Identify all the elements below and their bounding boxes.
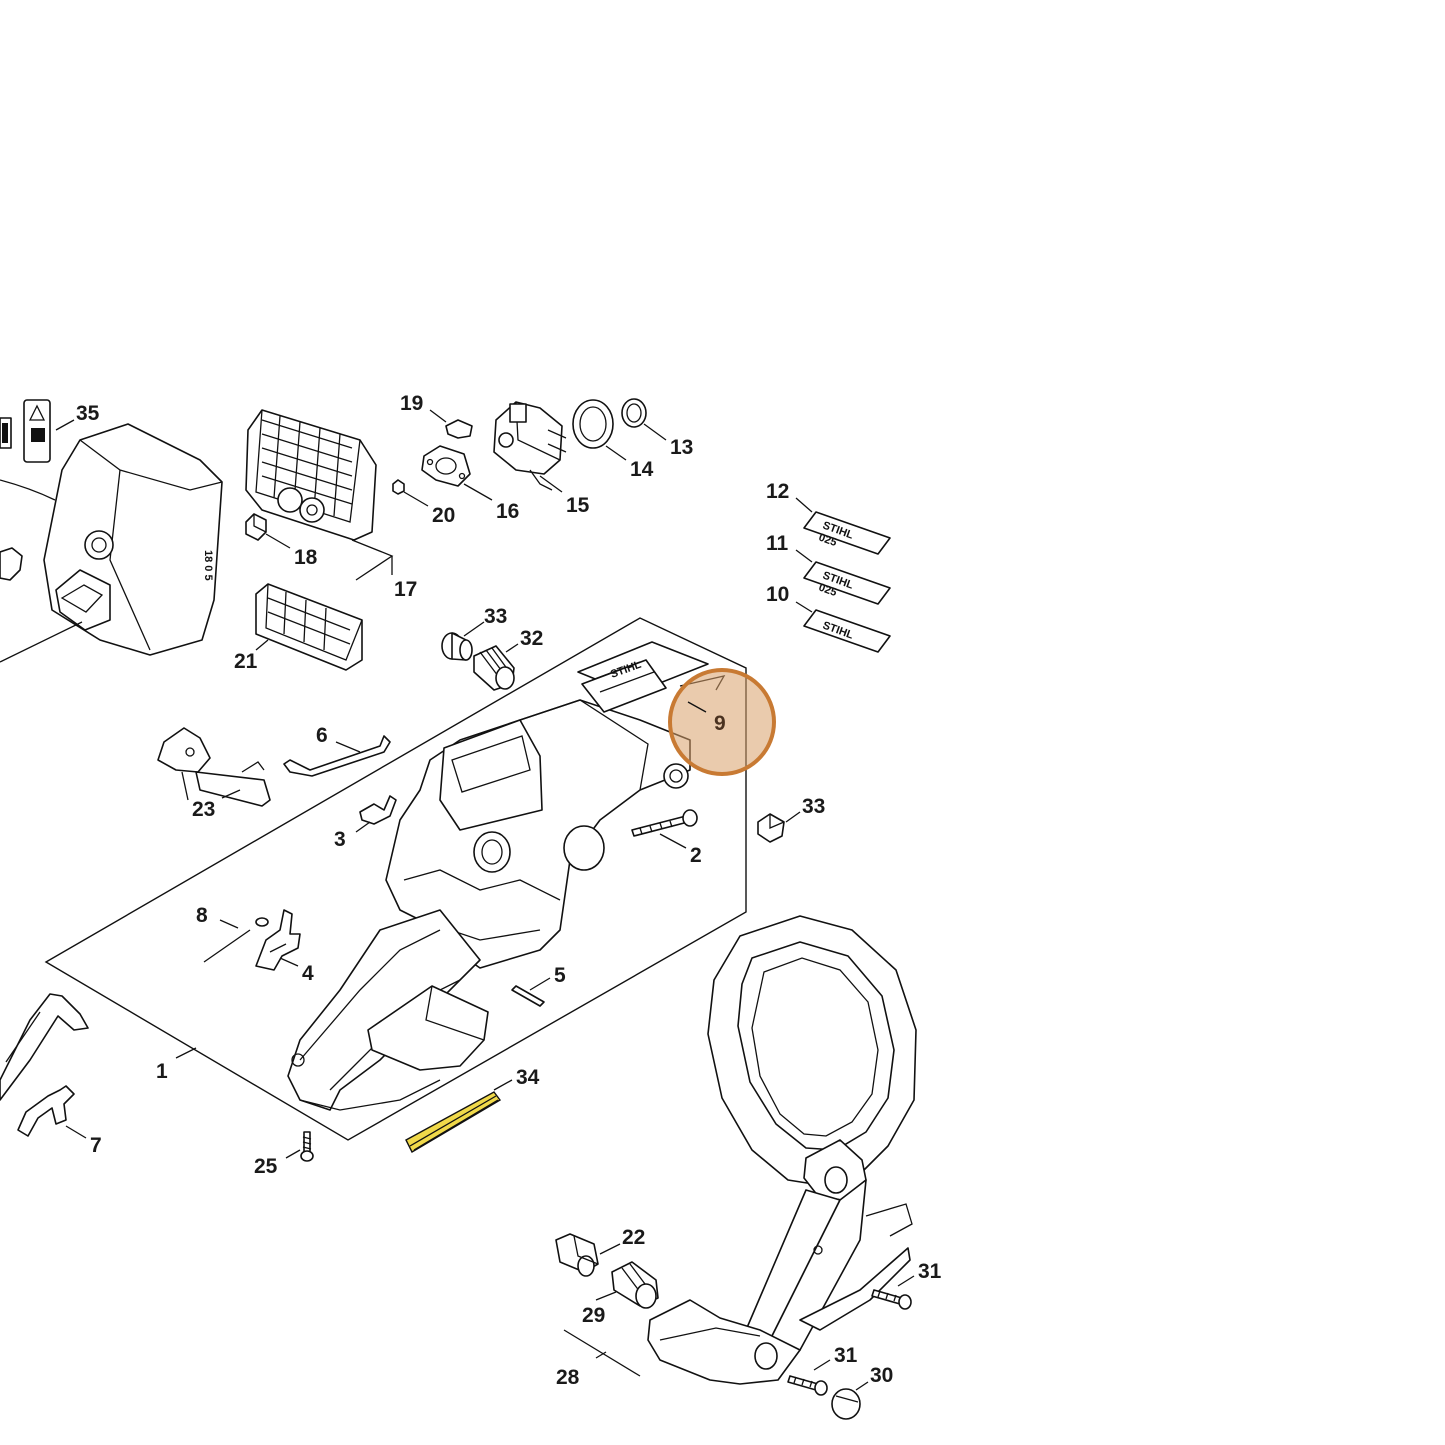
label-9: 9 [714, 712, 726, 735]
label-19: 19 [400, 392, 423, 415]
label-5: 5 [554, 964, 566, 987]
part-35-cover[interactable]: 18 0 5 [0, 423, 223, 663]
part-12-decal[interactable]: STIHL 025 [803, 511, 891, 555]
label-23: 23 [192, 798, 215, 821]
part-11-decal[interactable]: STIHL 025 [803, 561, 891, 605]
label-21: 21 [234, 650, 258, 673]
assembly-frame [44, 617, 747, 1141]
label-30: 30 [870, 1364, 893, 1387]
label-25: 25 [254, 1155, 278, 1178]
label-33-right: 33 [802, 795, 825, 818]
part-33-plug-top[interactable] [441, 632, 473, 661]
label-15: 15 [566, 494, 590, 517]
label-34: 34 [516, 1066, 540, 1089]
part-30-cap[interactable] [831, 1388, 861, 1420]
label-1: 1 [156, 1060, 168, 1083]
label-22: 22 [622, 1226, 645, 1249]
label-7: 7 [90, 1134, 102, 1157]
gear-fragment [0, 547, 23, 581]
label-12: 12 [766, 480, 789, 503]
label-31-lower: 31 [834, 1344, 858, 1367]
part-15-carburetor[interactable] [493, 401, 567, 491]
label-20: 20 [432, 504, 455, 527]
part-16-gasket[interactable] [421, 445, 471, 487]
part-34-warning-strip[interactable] [405, 1091, 502, 1153]
svg-text:025: 025 [817, 582, 838, 600]
part-31-screw-upper[interactable] [871, 1289, 912, 1310]
part-32-buffer[interactable] [473, 645, 515, 691]
label-2: 2 [690, 844, 702, 867]
part-17-air-filter[interactable] [245, 409, 377, 541]
label-13: 13 [670, 436, 693, 459]
label-14: 14 [630, 458, 654, 481]
part-20-nut[interactable] [392, 479, 405, 495]
label-33-top: 33 [484, 605, 507, 628]
label-18: 18 [294, 546, 318, 569]
part-13-ring[interactable] [621, 398, 647, 428]
label-29: 29 [582, 1304, 605, 1327]
label-31-upper: 31 [918, 1260, 942, 1283]
part-1-housing[interactable] [287, 699, 691, 1111]
part-14-ring[interactable] [572, 399, 614, 449]
label-3: 3 [334, 828, 346, 851]
label-35: 35 [76, 402, 100, 425]
part-4-lever[interactable] [255, 909, 301, 971]
label-6: 6 [316, 724, 328, 747]
label-16: 16 [496, 500, 519, 523]
part-10-decal[interactable]: STIHL [803, 609, 891, 653]
label-32: 32 [520, 627, 543, 650]
part-29-buffer[interactable] [611, 1261, 659, 1309]
label-17: 17 [394, 578, 417, 601]
part-7-bracket[interactable] [17, 1085, 75, 1137]
side-bar-fragment [0, 993, 89, 1101]
part-25-screw[interactable] [300, 1131, 314, 1162]
highlight-ring-9[interactable] [668, 668, 776, 776]
part-22-bracket[interactable] [555, 1233, 599, 1277]
label-28: 28 [556, 1366, 580, 1389]
part-28-front-handle[interactable] [647, 915, 917, 1385]
svg-text:18 0 5: 18 0 5 [202, 550, 214, 581]
part-33-cap-right[interactable] [757, 813, 785, 843]
part-23-trigger[interactable] [157, 727, 271, 807]
part-6-rod[interactable] [283, 735, 391, 777]
part-5-pin[interactable] [511, 985, 545, 1007]
part-19-clip[interactable] [445, 419, 473, 439]
part-2-screw[interactable] [631, 809, 698, 837]
label-10: 10 [766, 583, 789, 606]
label-11: 11 [766, 532, 789, 555]
part-31-screw-lower[interactable] [787, 1375, 828, 1396]
part-3-spring[interactable] [359, 795, 397, 825]
label-8: 8 [196, 904, 208, 927]
part-18-stud[interactable] [245, 513, 267, 541]
label-4: 4 [302, 962, 314, 985]
part-9-decal[interactable]: STIHL [577, 641, 726, 713]
part-35-warning-sticker[interactable] [0, 399, 51, 463]
svg-text:025: 025 [817, 532, 838, 550]
part-8-washer[interactable] [255, 917, 269, 927]
part-21-prefilter[interactable] [255, 583, 363, 671]
